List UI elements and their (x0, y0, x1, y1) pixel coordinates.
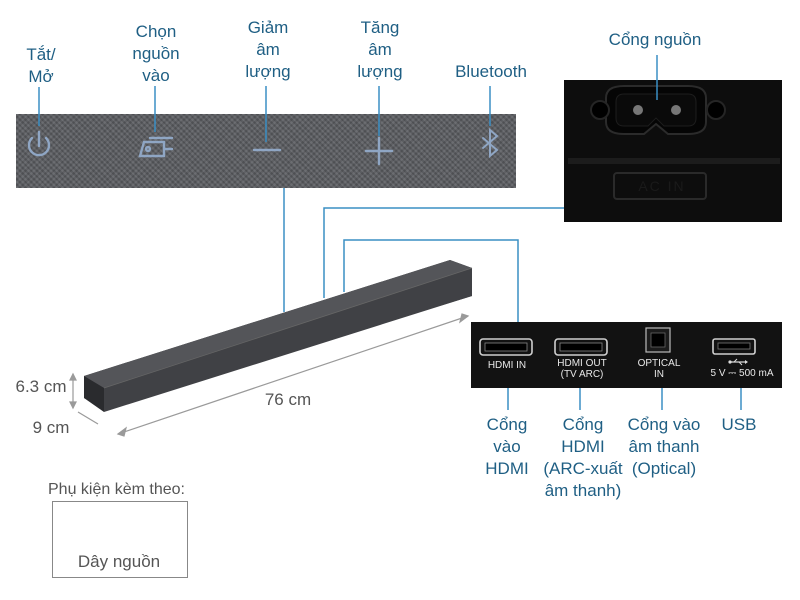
hdmi-in-text: HDMI IN (487, 360, 527, 371)
hdmi-out-text: HDMI OUT (TV ARC) (557, 358, 607, 380)
usb-icon (728, 358, 748, 366)
hdmi-in-port (479, 338, 533, 356)
ac-in-text: AC IN (638, 178, 686, 194)
hdmi-out-port (554, 338, 608, 356)
bluetooth-label: Bluetooth (455, 62, 527, 81)
depth-dimension: 9 cm (32, 418, 70, 437)
length-dimension: 76 cm (264, 390, 312, 409)
soundbar (84, 260, 473, 412)
optical-text: OPTICAL IN (637, 358, 681, 380)
usb-rating-text: 5 V ⎓ 500 mA (710, 368, 774, 379)
power-socket-icon (564, 80, 782, 222)
power-cord-label: Dây nguồn (77, 552, 161, 571)
optical-label: Cổng vào âm thanh (Optical) (627, 415, 701, 478)
power-label: Tắt/ Mở (26, 45, 56, 86)
hdmi-in-label: Cổng vào HDMI (485, 415, 529, 478)
power-icon (27, 130, 51, 157)
input-source-label: Chọn nguồn vào (132, 22, 180, 85)
bluetooth-icon (482, 127, 499, 159)
hdmi-out-label: Cổng HDMI (ARC-xuất âm thanh) (543, 415, 623, 500)
accessory-box (52, 501, 188, 578)
height-dimension: 6.3 cm (15, 377, 67, 396)
usb-label: USB (721, 415, 757, 434)
accessories-title: Phụ kiện kèm theo: (48, 481, 185, 498)
power-port-panel: AC IN (564, 80, 782, 222)
usb-port (712, 338, 756, 355)
rear-ports-panel: HDMI IN HDMI OUT (TV ARC) OPTICAL IN 5 V… (471, 322, 782, 388)
plus-icon (364, 136, 394, 166)
power-port-label: Cổng nguồn (608, 30, 702, 49)
volume-down-label: Giảm âm lượng (245, 18, 291, 81)
input-source-icon (138, 136, 174, 158)
volume-up-label: Tăng âm lượng (357, 18, 403, 81)
